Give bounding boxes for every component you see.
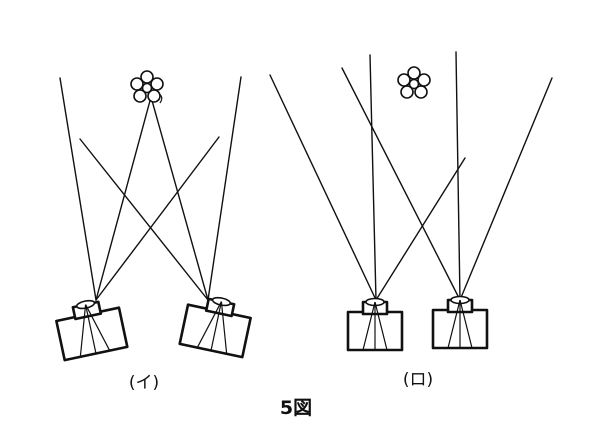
right-camera-inner-ray [79, 138, 209, 301]
right-camera-inner-ray [341, 67, 461, 301]
camera-icon [178, 296, 252, 359]
left-camera-outer-ray [269, 74, 377, 301]
panel-left: (イ) [55, 70, 252, 393]
panel-right: (ロ) [269, 51, 553, 390]
panel-right-label: (ロ) [403, 370, 433, 390]
left-camera-axis-ray [95, 96, 152, 301]
right-camera-outer-ray [207, 76, 242, 301]
left-camera-axis-ray [369, 54, 377, 301]
left-camera-inner-ray [95, 136, 220, 301]
camera-icon [346, 297, 404, 352]
camera-icon [431, 295, 489, 350]
left-camera-outer-ray [59, 77, 97, 301]
figure-caption: 5図 [280, 397, 312, 419]
flower-icon [130, 70, 164, 104]
right-camera-axis-ray [150, 96, 209, 301]
right-camera-axis-ray [455, 51, 461, 301]
right-camera-outer-ray [459, 77, 553, 301]
left-camera-inner-ray [375, 157, 466, 301]
panel-left-label: (イ) [129, 373, 159, 393]
flower-icon [397, 66, 431, 99]
camera-icon [55, 299, 129, 362]
